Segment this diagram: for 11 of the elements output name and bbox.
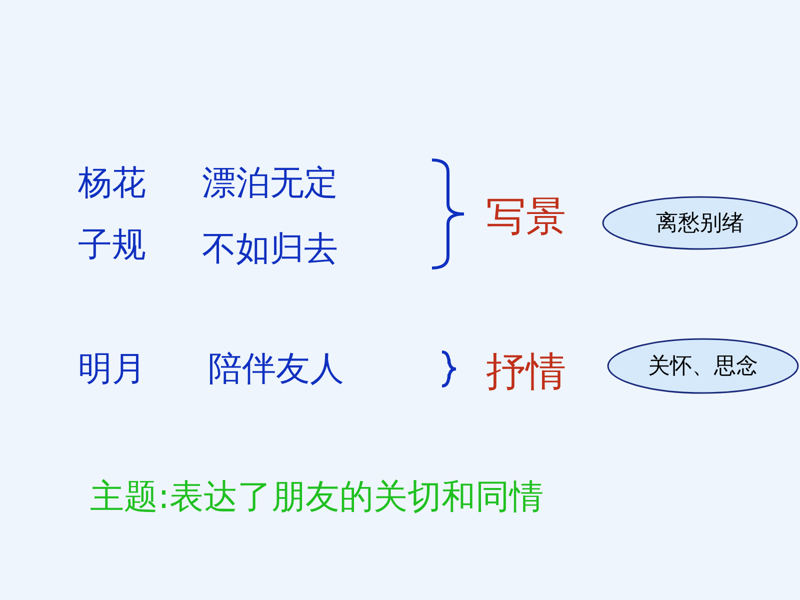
category-label: 抒情 <box>486 352 566 392</box>
ellipse-node: 离愁别绪 <box>602 196 798 250</box>
category-label: 写景 <box>486 197 566 237</box>
row-text: 漂泊无定 <box>202 166 338 200</box>
row-label: 明月 <box>78 352 146 386</box>
row-label: 子规 <box>78 228 146 262</box>
theme-text: 主题:表达了朋友的关切和同情 <box>90 480 544 514</box>
ellipse-node: 关怀、思念 <box>607 338 799 394</box>
row-text: 陪伴友人 <box>208 352 344 386</box>
row-text: 不如归去 <box>202 232 338 266</box>
row-label: 杨花 <box>78 166 146 200</box>
